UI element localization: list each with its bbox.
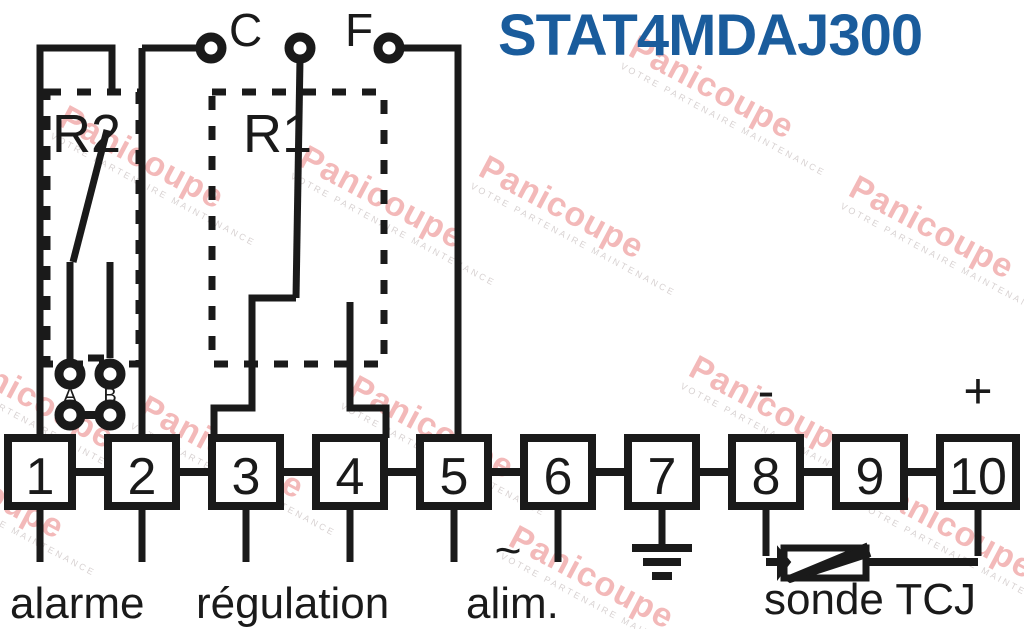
group-label-alim: alim. — [466, 579, 559, 628]
r1-pivot-node-circle — [284, 32, 316, 64]
terminal-label-2: 2 — [128, 448, 157, 506]
f-node-drop-to-terminal-5 — [400, 44, 462, 438]
contact-label-a: A — [63, 385, 77, 407]
polarity-plus-label: + — [963, 363, 992, 419]
terminal-label-9: 9 — [856, 448, 885, 506]
page-title: STAT4MDAJ300 — [498, 3, 923, 68]
earth-ground-symbol — [632, 544, 692, 580]
c-node-circle — [195, 32, 227, 64]
contact-circle-a — [54, 358, 86, 390]
terminal-bottom-leads — [36, 506, 982, 562]
relay-label-r1: R1 — [243, 104, 312, 164]
terminal-label-10: 10 — [949, 448, 1007, 506]
contact-circles-lower — [54, 399, 126, 431]
r1-no-contact-to-terminal-4 — [346, 302, 390, 438]
node-label-f: F — [345, 4, 373, 56]
probe-left-tip — [777, 545, 792, 581]
r2-contact-arm — [69, 129, 111, 263]
r1-contact-arm — [292, 58, 304, 299]
group-label-sonde-tcj: sonde TCJ — [764, 575, 976, 624]
r2-outer-bracket — [36, 44, 116, 400]
contact-circle-lower-right — [94, 399, 126, 431]
terminal-label-7: 7 — [648, 448, 677, 506]
contact-label-b: B — [103, 385, 116, 407]
group-label-regulation: régulation — [196, 579, 389, 628]
terminal-box-4 — [312, 434, 388, 510]
terminal-box-9 — [832, 434, 908, 510]
ac-symbol-label: ~ — [495, 524, 522, 576]
contact-circle-b — [94, 358, 126, 390]
terminal-label-4: 4 — [336, 448, 365, 506]
terminal-box-10 — [936, 434, 1020, 510]
terminal-label-8: 8 — [752, 448, 781, 506]
terminal-label-1: 1 — [26, 448, 55, 506]
r1-dashed-enclosure — [208, 88, 388, 368]
terminal-label-6: 6 — [544, 448, 573, 506]
r1-common-to-terminal-3 — [210, 294, 296, 438]
group-label-alarme: alarme — [10, 579, 145, 628]
f-node-circle — [373, 32, 405, 64]
polarity-minus-label: - — [758, 363, 775, 419]
relay-label-r2: R2 — [52, 104, 121, 164]
terminal-label-5: 5 — [440, 448, 469, 506]
probe-diagonal-wedge — [781, 542, 872, 584]
terminal-number-labels: 1 2 3 4 5 6 7 8 9 10 — [26, 448, 1007, 506]
terminal-label-3: 3 — [232, 448, 261, 506]
contact-circles-upper — [54, 358, 126, 390]
contact-circle-lower-left — [54, 399, 86, 431]
node-label-c: C — [229, 4, 262, 56]
